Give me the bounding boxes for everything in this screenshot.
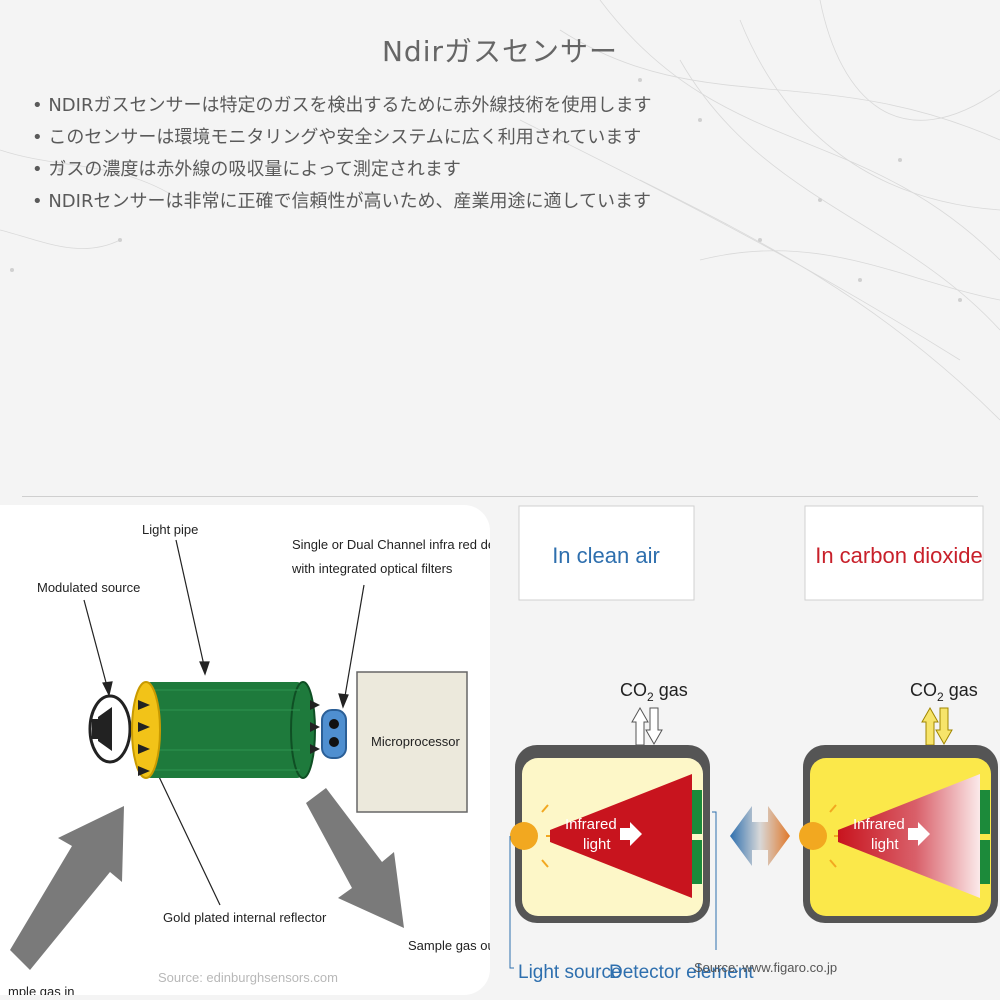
- bullet-item: このセンサーは環境モニタリングや安全システムに広く利用されています: [32, 122, 651, 154]
- label-co2-gas-co2: CO2 gas: [910, 680, 978, 704]
- label-light-pipe: Light pipe: [142, 522, 198, 537]
- leader-line-light-pipe: [175, 539, 206, 671]
- comparison-double-arrow: [730, 806, 790, 866]
- light-pipe-end: [290, 681, 316, 779]
- beam-direction-arrow: [620, 822, 642, 846]
- bullet-item: ガスの濃度は赤外線の吸収量によって測定されます: [32, 154, 651, 186]
- gas-out-arrow-clean: [645, 707, 663, 746]
- source-credit-edinburgh: Source: edinburghsensors.com: [158, 970, 338, 985]
- ndir-structure-svg: Light pipe Single or Dual Channel infra …: [8, 522, 490, 995]
- label-co2-gas-clean: CO2 gas: [620, 680, 688, 704]
- gas-out-arrow-co2: [935, 707, 953, 746]
- bullet-item: NDIRセンサーは非常に正確で信頼性が高いため、産業用途に適しています: [32, 186, 651, 218]
- ndir-structure-diagram: Light pipe Single or Dual Channel infra …: [0, 505, 490, 995]
- leader-arrowhead: [199, 661, 210, 676]
- detector-element-clean: [692, 840, 702, 884]
- gas-in-arrow-co2: [921, 706, 939, 746]
- label-clean-air: In clean air: [552, 543, 660, 568]
- source-base-icon: [92, 719, 100, 739]
- detector-channel-icon: [329, 737, 339, 747]
- label-light-co2: light: [871, 836, 899, 853]
- leader-line-source: [83, 599, 109, 691]
- ndir-principle-diagram: In clean air In carbon dioxide CO2 gas C…: [500, 505, 1000, 1000]
- label-carbon-dioxide: In carbon dioxide: [815, 543, 983, 568]
- label-sample-in: mple gas in: [8, 984, 74, 995]
- label-microprocessor: Microprocessor: [371, 734, 461, 749]
- bullet-list: NDIRガスセンサーは特定のガスを検出するために赤外線技術を使用します このセン…: [32, 90, 651, 218]
- detector-element-co2: [980, 840, 990, 884]
- callout-line-light-source: [509, 836, 514, 969]
- label-detector-element: Detector element: [609, 962, 754, 983]
- beam-direction-arrow: [908, 822, 930, 846]
- sample-gas-in-arrow: [10, 806, 124, 970]
- clean-air-box: [518, 505, 695, 601]
- source-emitter-icon: [98, 707, 112, 751]
- label-sample-out: Sample gas out: [408, 938, 490, 953]
- light-source-co2-icon: [799, 822, 827, 850]
- bullet-item: NDIRガスセンサーは特定のガスを検出するために赤外線技術を使用します: [32, 90, 651, 122]
- label-detector-line1: Single or Dual Channel infra red detecto…: [292, 537, 490, 552]
- light-pipe-body: [145, 682, 303, 778]
- microprocessor-box: [356, 671, 468, 813]
- label-modulated-source: Modulated source: [37, 580, 140, 595]
- detector-element-clean: [692, 790, 702, 834]
- slide-title: Ndirガスセンサー: [381, 35, 618, 68]
- divider: [22, 496, 978, 497]
- gold-reflector-face: [131, 681, 161, 779]
- label-light-source: Light source: [518, 962, 622, 983]
- carbon-dioxide-box: [804, 505, 984, 601]
- label-infrared-co2: Infrared: [853, 816, 905, 833]
- leader-line-reflector: [151, 761, 221, 906]
- callout-line-detector: [712, 811, 717, 950]
- label-infrared-clean: Infrared: [565, 816, 617, 833]
- detector-channel-icon: [329, 719, 339, 729]
- source-credit-figaro: Source: www.figaro.co.jp: [694, 960, 837, 975]
- label-light-clean: light: [583, 836, 611, 853]
- ir-detector: [321, 709, 347, 759]
- gas-in-arrow-clean: [631, 706, 649, 746]
- ndir-principle-svg: In clean air In carbon dioxide CO2 gas C…: [509, 505, 998, 983]
- sample-gas-out-arrow: [306, 788, 404, 928]
- detector-element-co2: [980, 790, 990, 834]
- leader-arrowhead: [102, 681, 113, 697]
- light-source-clean-icon: [510, 822, 538, 850]
- label-detector-line2: with integrated optical filters: [291, 561, 453, 576]
- leader-line-detector: [343, 584, 365, 703]
- leader-arrowhead: [338, 693, 349, 709]
- label-reflector: Gold plated internal reflector: [163, 910, 327, 925]
